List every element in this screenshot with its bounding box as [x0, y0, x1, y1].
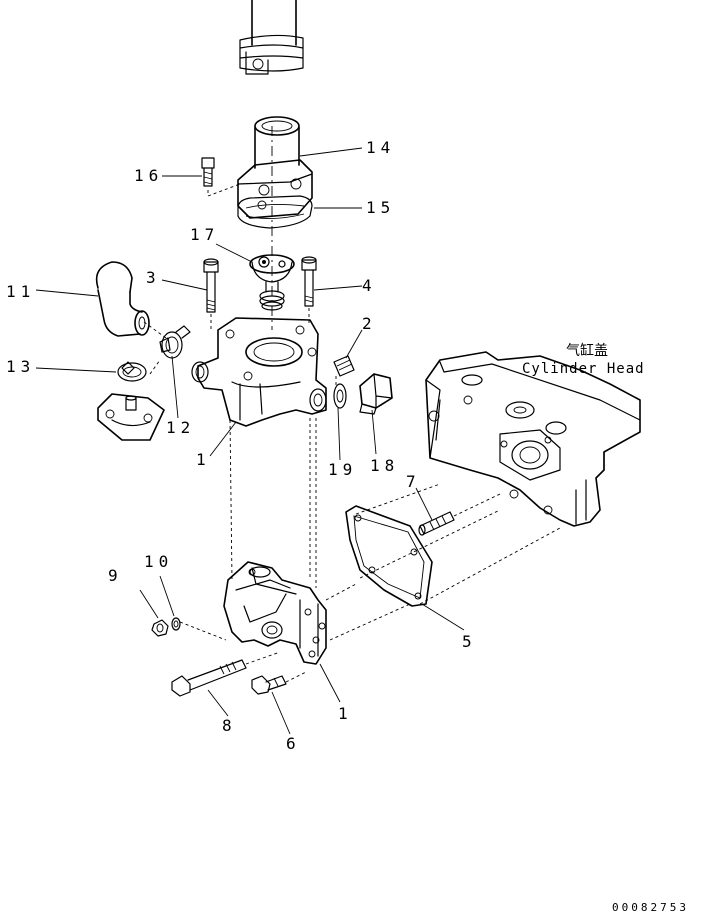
callout-1-lower: 1: [338, 704, 353, 723]
washer-10: [171, 617, 181, 631]
callout-7: 7: [406, 472, 421, 491]
stud-7: [418, 511, 455, 536]
water-outlet: [237, 116, 313, 219]
assembly-lines: [143, 126, 561, 683]
cylinder-head: [425, 351, 641, 527]
bolt-8: [171, 659, 247, 697]
washer-19: [333, 383, 347, 409]
callout-19: 19: [328, 460, 358, 479]
hose-clamp-12: [159, 325, 191, 359]
callout-15: 15: [366, 198, 396, 217]
callout-1-upper: 1: [196, 450, 211, 469]
callout-3: 3: [146, 268, 161, 287]
cylinder-head-label-cn: 气缸盖: [566, 343, 608, 359]
thermostat-housing: [191, 317, 327, 427]
bolt-16: [201, 157, 241, 197]
bypass-hose: [95, 261, 150, 337]
cylinder-head-label-en: Cylinder Head: [522, 361, 645, 377]
callout-13: 13: [6, 357, 36, 376]
document-number: 00082753: [612, 901, 689, 914]
bolt-4: [301, 256, 317, 326]
leader-lines: [35, 147, 465, 735]
housing-gasket: [345, 505, 433, 607]
upper-hose: [239, 0, 304, 75]
hose-flange: [97, 393, 165, 441]
callout-2: 2: [362, 314, 377, 333]
callout-11: 11: [6, 282, 36, 301]
bolt-6: [251, 675, 287, 695]
callout-18: 18: [370, 456, 400, 475]
callout-5: 5: [462, 632, 477, 651]
bolt-3: [203, 258, 219, 330]
callout-17: 17: [190, 225, 220, 244]
outlet-gasket: [237, 195, 313, 229]
callout-9: 9: [108, 566, 123, 585]
nut-9: [151, 619, 169, 637]
hose-clamp-13: [117, 361, 147, 382]
callout-8: 8: [222, 716, 237, 735]
callout-16: 16: [134, 166, 164, 185]
water-inlet-housing: [223, 561, 327, 665]
callout-10: 10: [144, 552, 174, 571]
plug-18: [359, 373, 393, 415]
plug-2: [333, 355, 355, 377]
callout-4: 4: [362, 276, 377, 295]
callout-14: 14: [366, 138, 396, 157]
callout-12: 12: [166, 418, 196, 437]
callout-6: 6: [286, 734, 301, 753]
